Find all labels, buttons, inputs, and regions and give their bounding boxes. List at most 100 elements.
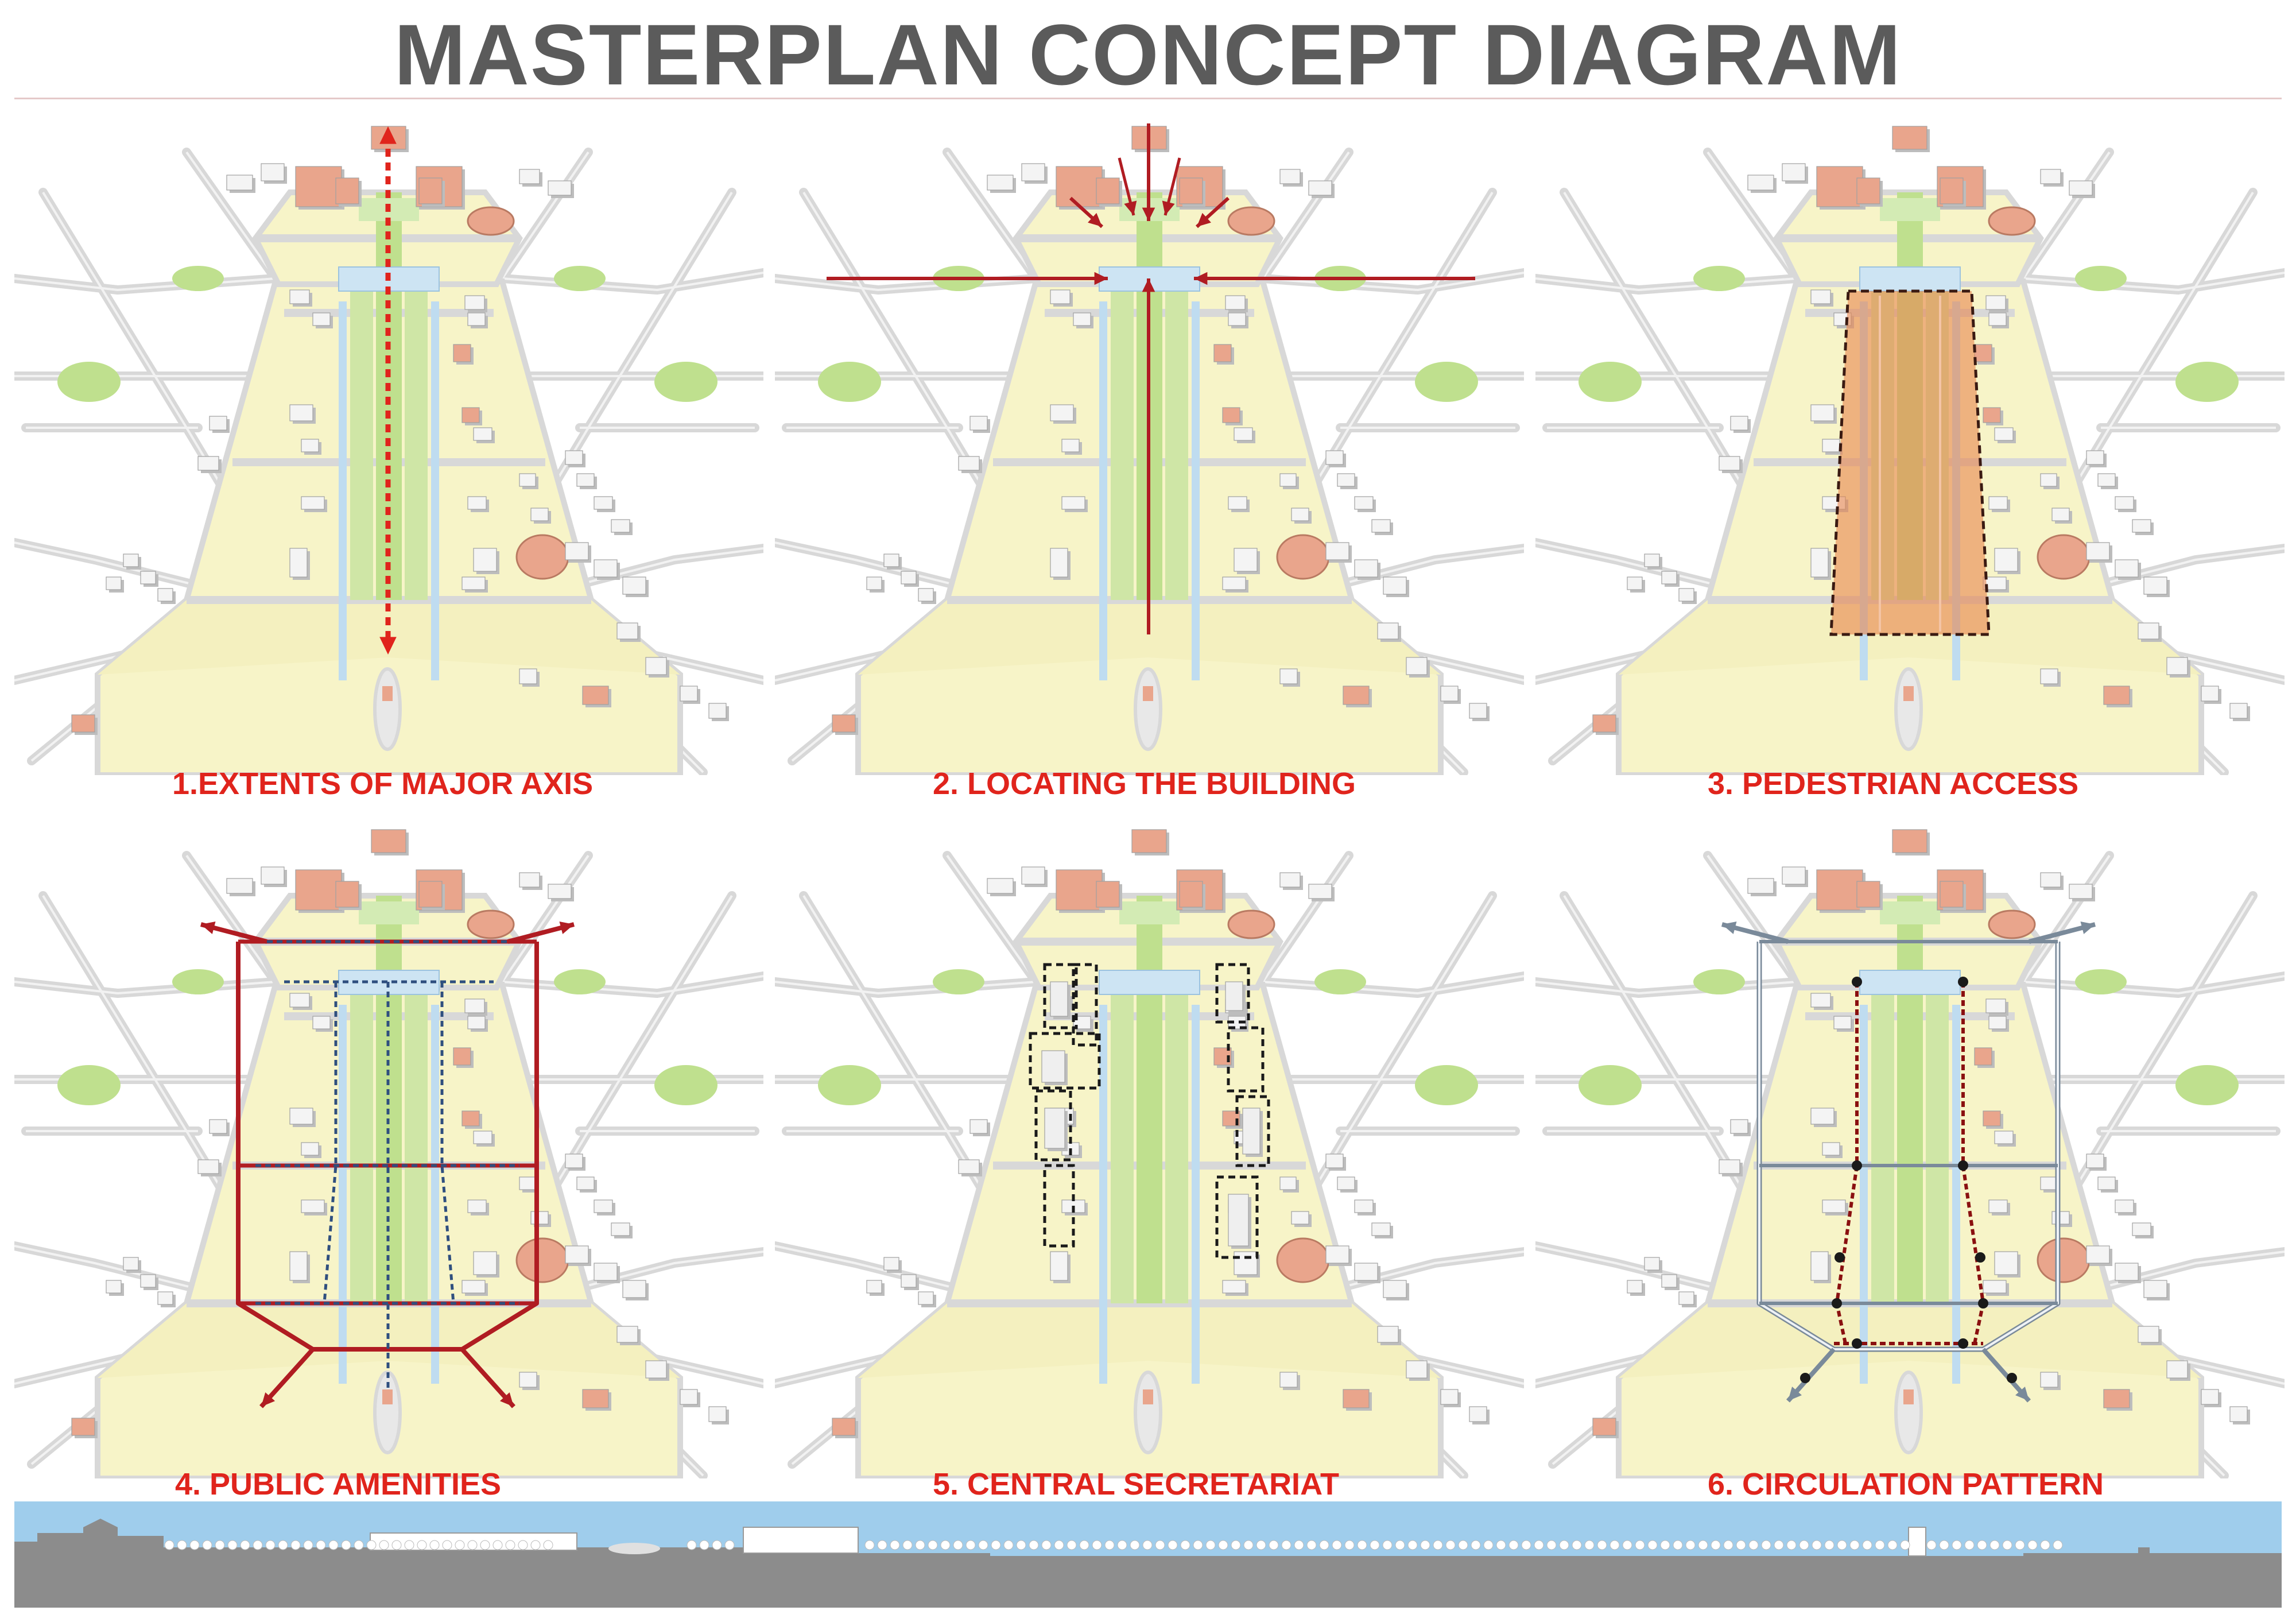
canal-east	[1192, 301, 1200, 680]
tree-elevation	[1193, 1540, 1203, 1550]
context-building	[1279, 872, 1303, 890]
tree-elevation	[1977, 1540, 1987, 1550]
tree-elevation	[1761, 1540, 1771, 1550]
tree-elevation	[1597, 1540, 1607, 1550]
amenity-loop	[236, 942, 539, 1352]
context-building	[1354, 1199, 1376, 1215]
context-building	[1406, 1360, 1430, 1381]
node-point	[1958, 1160, 1968, 1171]
context-building	[261, 866, 287, 887]
canal-west	[339, 301, 347, 680]
context-building	[2069, 884, 2095, 901]
arrow-from-west	[827, 272, 1108, 285]
amenities-network-overlay	[200, 921, 575, 1408]
arrow-inner-east	[1162, 157, 1181, 216]
context-building	[1644, 1257, 1662, 1273]
context-building	[1822, 439, 1843, 455]
monument	[382, 686, 393, 701]
green-roundabout	[2175, 362, 2239, 402]
tree-elevation	[1900, 1540, 1910, 1550]
context-building	[1222, 1280, 1248, 1296]
context-building	[1050, 404, 1076, 424]
context-building	[140, 1274, 158, 1290]
tree-elevation	[877, 1540, 887, 1550]
road-centerline	[946, 854, 1037, 983]
lawn-west	[1871, 993, 1894, 1303]
context-building	[1782, 163, 1808, 184]
context-building	[565, 542, 591, 563]
ground-silhouette	[14, 1519, 2282, 1608]
canal-east	[431, 1005, 439, 1384]
circular-parliament	[467, 206, 515, 236]
caption-panel-2: 2. LOCATING THE BUILDING	[933, 767, 1356, 801]
tree-elevation	[2002, 1540, 2012, 1550]
green-roundabout	[2075, 969, 2127, 994]
plaza-area	[858, 1303, 1441, 1378]
context-building	[611, 1222, 633, 1238]
context-building	[1291, 508, 1312, 524]
arrow-diagonal-east	[1195, 196, 1230, 229]
context-building	[2115, 559, 2141, 580]
context-building	[594, 1263, 620, 1283]
monument-circle	[1894, 667, 1923, 751]
monument	[1143, 1389, 1153, 1404]
central-lawn	[1137, 896, 1162, 1303]
road-centerline	[946, 151, 1037, 280]
tree-elevation	[2027, 1540, 2038, 1550]
context-building	[883, 1257, 902, 1273]
tree-elevation	[991, 1540, 1001, 1550]
context-building	[576, 1176, 597, 1193]
context-building	[467, 496, 489, 512]
tree-elevation	[1824, 1540, 1835, 1550]
tree-elevation	[1926, 1540, 1937, 1550]
terracotta-building	[1974, 344, 1995, 365]
terracotta-building	[1974, 1047, 1995, 1068]
context-building	[1988, 1016, 2009, 1032]
lawn-east	[405, 993, 428, 1303]
tree-elevation	[1445, 1540, 1456, 1550]
context-building	[987, 878, 1016, 896]
context-building	[261, 163, 287, 184]
context-building	[1810, 404, 1837, 424]
node-point	[1975, 1252, 1985, 1263]
tree-elevation	[316, 1540, 326, 1550]
panel-pedestrian-access	[1535, 106, 2285, 775]
context-building	[616, 1326, 641, 1345]
context-building	[2138, 1326, 2162, 1345]
tree-elevation	[1964, 1540, 1975, 1550]
context-building	[1377, 622, 1401, 642]
context-building	[519, 1372, 540, 1390]
context-building	[1325, 1153, 1346, 1171]
context-building	[1988, 496, 2010, 512]
context-building	[1354, 496, 1376, 512]
green-roundabout	[554, 969, 606, 994]
tree-elevation	[530, 1540, 541, 1550]
circular-parliament	[1988, 206, 2036, 236]
tree-elevation	[455, 1540, 465, 1550]
pedestrian-zone-overlay	[1829, 289, 1991, 636]
tree-elevation	[1774, 1540, 1784, 1550]
lawn-west	[1111, 290, 1134, 600]
context-building	[209, 416, 230, 433]
secretariat-building	[1225, 981, 1246, 1013]
caption-panel-3: 3. PEDESTRIAN ACCESS	[1708, 767, 2079, 801]
lawn-west	[350, 993, 373, 1303]
north-block-wing	[1096, 177, 1122, 207]
terracotta-building	[832, 1418, 858, 1438]
tree-elevation	[1496, 1540, 1506, 1550]
tree-elevation	[2040, 1540, 2050, 1550]
tree-elevation	[1218, 1540, 1228, 1550]
page-title: MASTERPLAN CONCEPT DIAGRAM	[394, 6, 1902, 103]
context-building	[2069, 180, 2095, 198]
road-centerline	[2022, 854, 2111, 983]
tree-elevation	[202, 1540, 212, 1550]
tree-elevation	[1180, 1540, 1190, 1550]
green-roundabout	[1578, 1065, 1642, 1105]
tree-elevation	[1572, 1540, 1582, 1550]
context-building	[289, 289, 312, 307]
terracotta-building	[71, 1418, 98, 1438]
plaza-area	[1619, 1303, 2201, 1378]
tree-elevation	[303, 1540, 313, 1550]
context-building	[2086, 1245, 2112, 1266]
context-building	[1279, 473, 1299, 489]
